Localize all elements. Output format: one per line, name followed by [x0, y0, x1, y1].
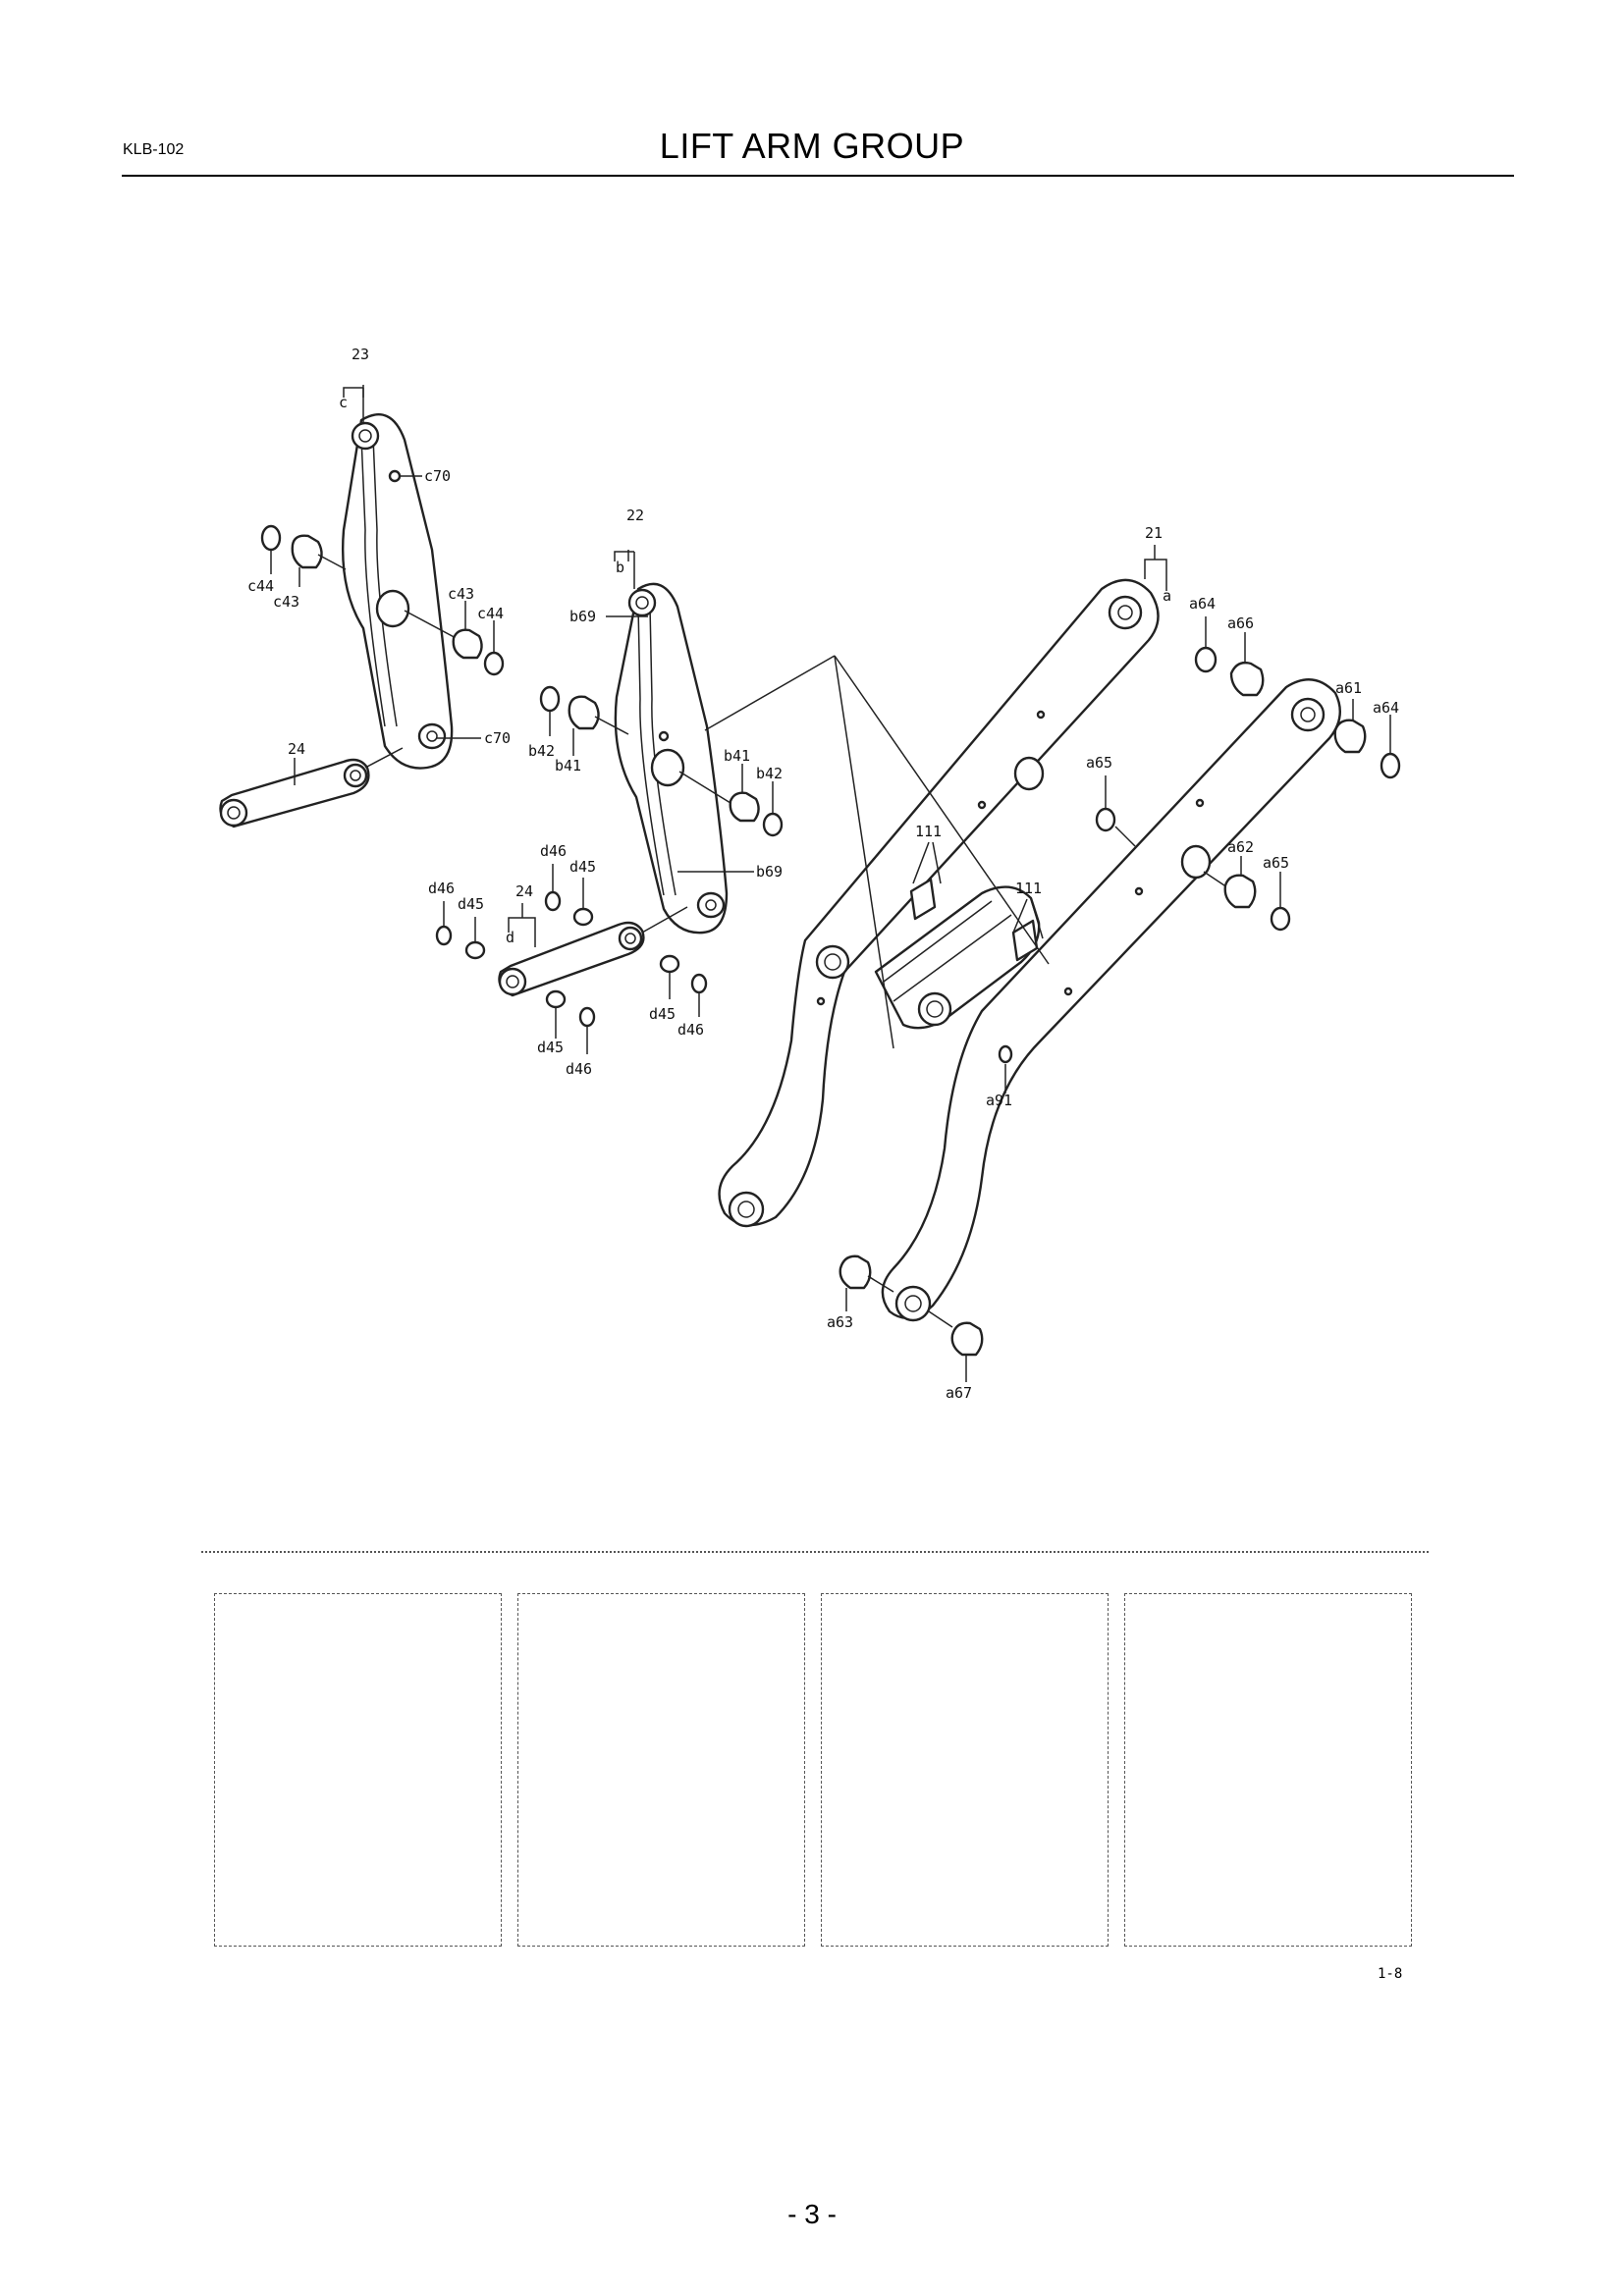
ring-b42-right [762, 812, 784, 837]
lift-arm-21 [718, 578, 1341, 1322]
callout-a66: a66 [1227, 614, 1254, 632]
callout-23: 23 [352, 346, 369, 363]
callout-b69-top: b69 [569, 608, 596, 625]
bushing-b41-right [729, 791, 760, 823]
callout-b69-bottom: b69 [756, 863, 783, 881]
callout-d46-bottom: d46 [566, 1060, 592, 1078]
callout-d45-right: d45 [649, 1005, 676, 1023]
callout-c43-left: c43 [273, 593, 299, 611]
detail-box-1 [214, 1593, 502, 1947]
callout-d-ref: d [506, 929, 514, 946]
section-separator [201, 1551, 1429, 1553]
document-code: KLB-102 [123, 141, 185, 158]
callout-b41-left: b41 [555, 757, 581, 774]
callout-a67: a67 [946, 1384, 972, 1402]
ring-a65-top [1095, 807, 1116, 832]
ring-a64-top [1194, 646, 1218, 673]
callout-b41-right: b41 [724, 747, 750, 765]
callout-24-link: 24 [288, 740, 305, 758]
link-24-lower [498, 921, 645, 997]
pin-d45-right [659, 954, 680, 974]
bushing-a67 [950, 1321, 984, 1357]
detail-box-3 [821, 1593, 1109, 1947]
link-24-left [219, 758, 370, 828]
callout-d45-bottom: d45 [537, 1039, 564, 1056]
pin-d45-top [572, 907, 594, 927]
callout-d46-right: d46 [677, 1021, 704, 1039]
ring-d46-left [435, 925, 453, 946]
bushing-c43-right [452, 628, 483, 660]
callout-c43-right: c43 [448, 585, 474, 603]
detail-box-4 [1124, 1593, 1412, 1947]
bushing-a66 [1229, 661, 1265, 697]
ring-c44-right [483, 651, 505, 676]
callout-b-ref: b [616, 559, 624, 576]
bushing-a63 [839, 1255, 872, 1290]
callout-b42-right: b42 [756, 765, 783, 782]
callout-c-ref: c [339, 394, 348, 411]
page-title: LIFT ARM GROUP [659, 126, 965, 166]
callout-d46-left: d46 [428, 880, 455, 897]
callout-b42-left: b42 [528, 742, 555, 760]
callout-a62: a62 [1227, 838, 1254, 856]
ring-c44-left [260, 524, 282, 552]
callout-c70-bottom: c70 [484, 729, 511, 747]
callout-22: 22 [626, 507, 644, 524]
pin-d45-bottom [545, 989, 567, 1009]
callout-d45-left: d45 [458, 895, 484, 913]
callout-a61: a61 [1335, 679, 1362, 697]
callout-d46-top: d46 [540, 842, 567, 860]
ring-a64-right [1380, 752, 1401, 779]
lift-arm-exploded-diagram: 23 c c70 c44 c43 c43 c44 c70 24 22 [219, 346, 1401, 1402]
detail-box-2 [517, 1593, 805, 1947]
header-rule [122, 175, 1514, 177]
ring-b42-left [539, 685, 561, 713]
ring-d46-right [690, 973, 708, 994]
bushing-a62 [1223, 874, 1257, 909]
bellcrank-22 [614, 582, 729, 934]
callout-a64-right: a64 [1373, 699, 1399, 717]
callout-a64-top: a64 [1189, 595, 1216, 613]
callout-111-right: 111 [1015, 880, 1042, 897]
callout-a-ref: a [1163, 587, 1171, 605]
bushing-c43-left [291, 534, 323, 569]
detail-boxes [214, 1593, 1412, 1949]
bushing-a61 [1333, 719, 1367, 754]
pin-d45-left [464, 940, 486, 960]
callout-24-lower: 24 [515, 882, 533, 900]
page-number: - 3 - [787, 2199, 837, 2229]
callout-c44-right: c44 [477, 605, 504, 622]
ring-d46-bottom [578, 1006, 596, 1028]
callout-a65-right: a65 [1263, 854, 1289, 872]
callout-111-left: 111 [915, 823, 942, 840]
callout-a65-top: a65 [1086, 754, 1112, 772]
fitting-a91 [998, 1044, 1013, 1064]
callout-21: 21 [1145, 524, 1163, 542]
callout-d45-top: d45 [569, 858, 596, 876]
callout-c70-top: c70 [424, 467, 451, 485]
callout-c44-left: c44 [247, 577, 274, 595]
callout-a63: a63 [827, 1313, 853, 1331]
callout-a91: a91 [986, 1092, 1012, 1109]
bushing-b41-left [568, 695, 600, 730]
figure-reference: 1-8 [1378, 1966, 1403, 1982]
ring-d46-top [544, 890, 562, 912]
ring-a65-right [1270, 906, 1291, 932]
